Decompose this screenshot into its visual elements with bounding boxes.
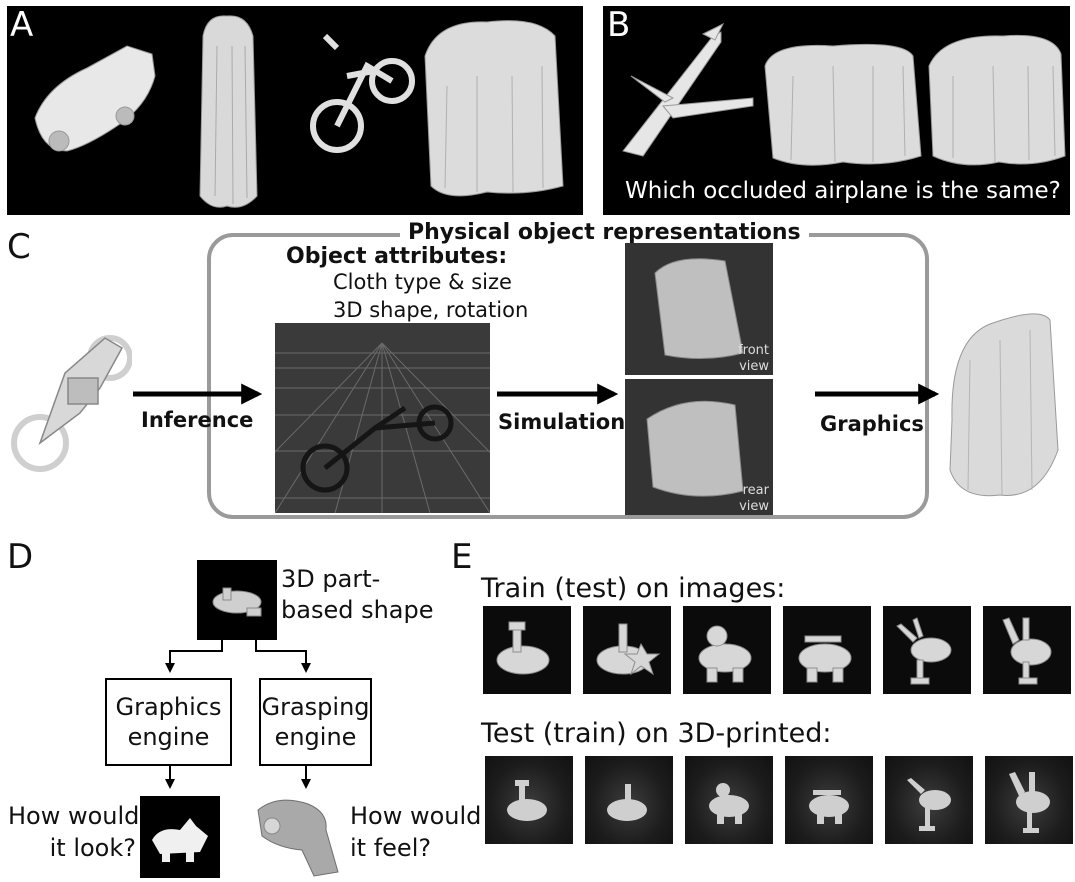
graphics-engine-label: Graphics engine	[107, 692, 230, 752]
photo-thumb-4	[785, 756, 873, 844]
look-render	[140, 796, 220, 878]
panel-e-label: E	[451, 540, 472, 574]
render-thumb-5	[883, 606, 971, 694]
train-images-title: Train (test) on images:	[481, 573, 785, 605]
render-thumb-1	[483, 606, 571, 694]
grasping-engine-box: Grasping engine	[259, 678, 372, 766]
look-question: How would it look?	[8, 800, 136, 864]
render-thumb-3	[683, 606, 771, 694]
grasping-engine-label: Grasping engine	[261, 692, 370, 752]
photo-thumb-2	[585, 756, 673, 844]
test-printed-title: Test (train) on 3D-printed:	[481, 718, 831, 750]
render-thumb-2	[583, 606, 671, 694]
render-thumb-6	[983, 606, 1071, 694]
photo-thumb-3	[685, 756, 773, 844]
graphics-engine-box: Graphics engine	[105, 678, 232, 766]
hand-render	[248, 790, 348, 880]
photo-thumb-5	[885, 756, 973, 844]
photo-thumb-1	[485, 756, 573, 844]
feel-question: How would it feel?	[350, 800, 481, 864]
render-thumb-4	[783, 606, 871, 694]
photo-thumb-6	[985, 756, 1073, 844]
